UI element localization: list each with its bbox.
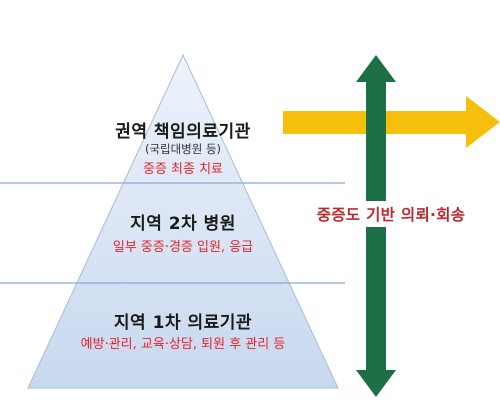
right-arrow-icon	[283, 96, 500, 148]
tier-1-subtitle: (국립대병원 등)	[144, 142, 222, 156]
tier-2-description: 일부 중증·경증 입원, 응급	[112, 240, 254, 255]
tier-3-description: 예방·관리, 교육·상담, 퇴원 후 관리 등	[80, 337, 286, 352]
tier-1-description: 중증 최종 치료	[142, 162, 224, 177]
tier-2-title: 지역 2차 병원	[130, 214, 236, 234]
tier-3-title: 지역 1차 의료기관	[113, 313, 253, 333]
pyramid-shape	[27, 53, 339, 389]
tier-1-title: 권역 책임의료기관	[115, 122, 251, 142]
referral-label: 중증도 기반 의뢰·회송	[296, 201, 486, 227]
